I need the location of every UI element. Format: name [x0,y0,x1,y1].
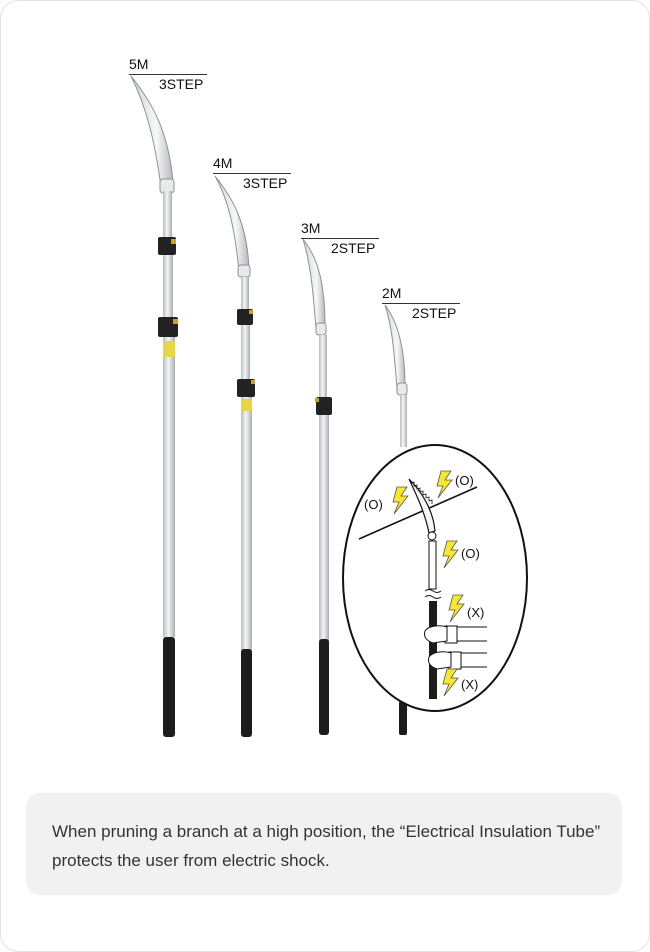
inset-handle [429,601,437,699]
saw-illustration: (O) (O) (O) (X) (X) [130,75,528,737]
caption-box: When pruning a branch at a high position… [26,793,622,895]
label-divider [301,238,379,239]
clamp-brass [173,319,178,324]
saw-blade [384,304,406,389]
pole-section [163,337,175,637]
insulation-inset: (O) (O) (O) (X) (X) [342,444,528,712]
lightning-icon [442,668,459,697]
inset-pole [428,540,437,590]
saw-head [159,178,175,194]
hand-upper [424,625,487,644]
lock-clamp [237,379,255,397]
pole-section [163,191,172,241]
lock-clamp [316,397,332,415]
break-mark [424,589,442,599]
saw-head [396,382,408,396]
pole-marker [163,341,175,357]
saw-size: 2M [382,285,402,301]
clamp-brass [251,380,255,384]
saw-head [315,322,327,336]
branch-line [358,486,478,540]
hand-lower [428,651,487,670]
pole-section [241,325,250,381]
saw-4m [214,175,255,737]
saw-step: 2STEP [331,240,376,256]
saw-2m [384,304,408,735]
saw-blade [214,175,250,272]
mark-unsafe: (X) [461,677,478,692]
label-divider [213,173,291,174]
lightning-icon [436,470,453,499]
lightning-icon [448,594,465,623]
saw-3m [302,238,332,735]
mark-unsafe: (X) [467,605,484,620]
clamp-brass [171,239,176,244]
inset-joint [427,531,437,541]
saw-size: 5M [129,56,149,72]
saw-5m [130,75,178,737]
pole-section [241,397,252,651]
caption-text: When pruning a branch at a high position… [52,822,601,870]
saw-step: 3STEP [159,76,204,92]
handle-grip [163,637,175,737]
handle-grip [241,649,252,737]
pole-section [400,395,407,447]
clamp-brass [249,310,253,314]
mark-safe: (O) [364,497,383,512]
clamp-brass [315,398,319,402]
pole-section [319,335,327,399]
pole-section [319,415,329,641]
inset-saw-teeth [410,481,433,504]
pole-marker [241,399,252,411]
saw-size: 3M [301,220,321,236]
mark-safe: (O) [461,546,480,561]
saw-size: 4M [213,155,233,171]
saw-step: 3STEP [243,175,288,191]
pole-section [163,255,173,319]
label-divider [382,303,460,304]
saw-blade [302,238,326,329]
pole-section [241,277,249,311]
lightning-icon [442,540,459,569]
handle-grip [319,639,329,735]
saw-step: 2STEP [412,305,457,321]
handle-grip [399,701,407,735]
saw-head [237,264,251,278]
saw-blade [130,75,174,188]
lightning-icon [392,486,409,515]
mark-safe: (O) [455,473,474,488]
label-divider [129,74,207,75]
